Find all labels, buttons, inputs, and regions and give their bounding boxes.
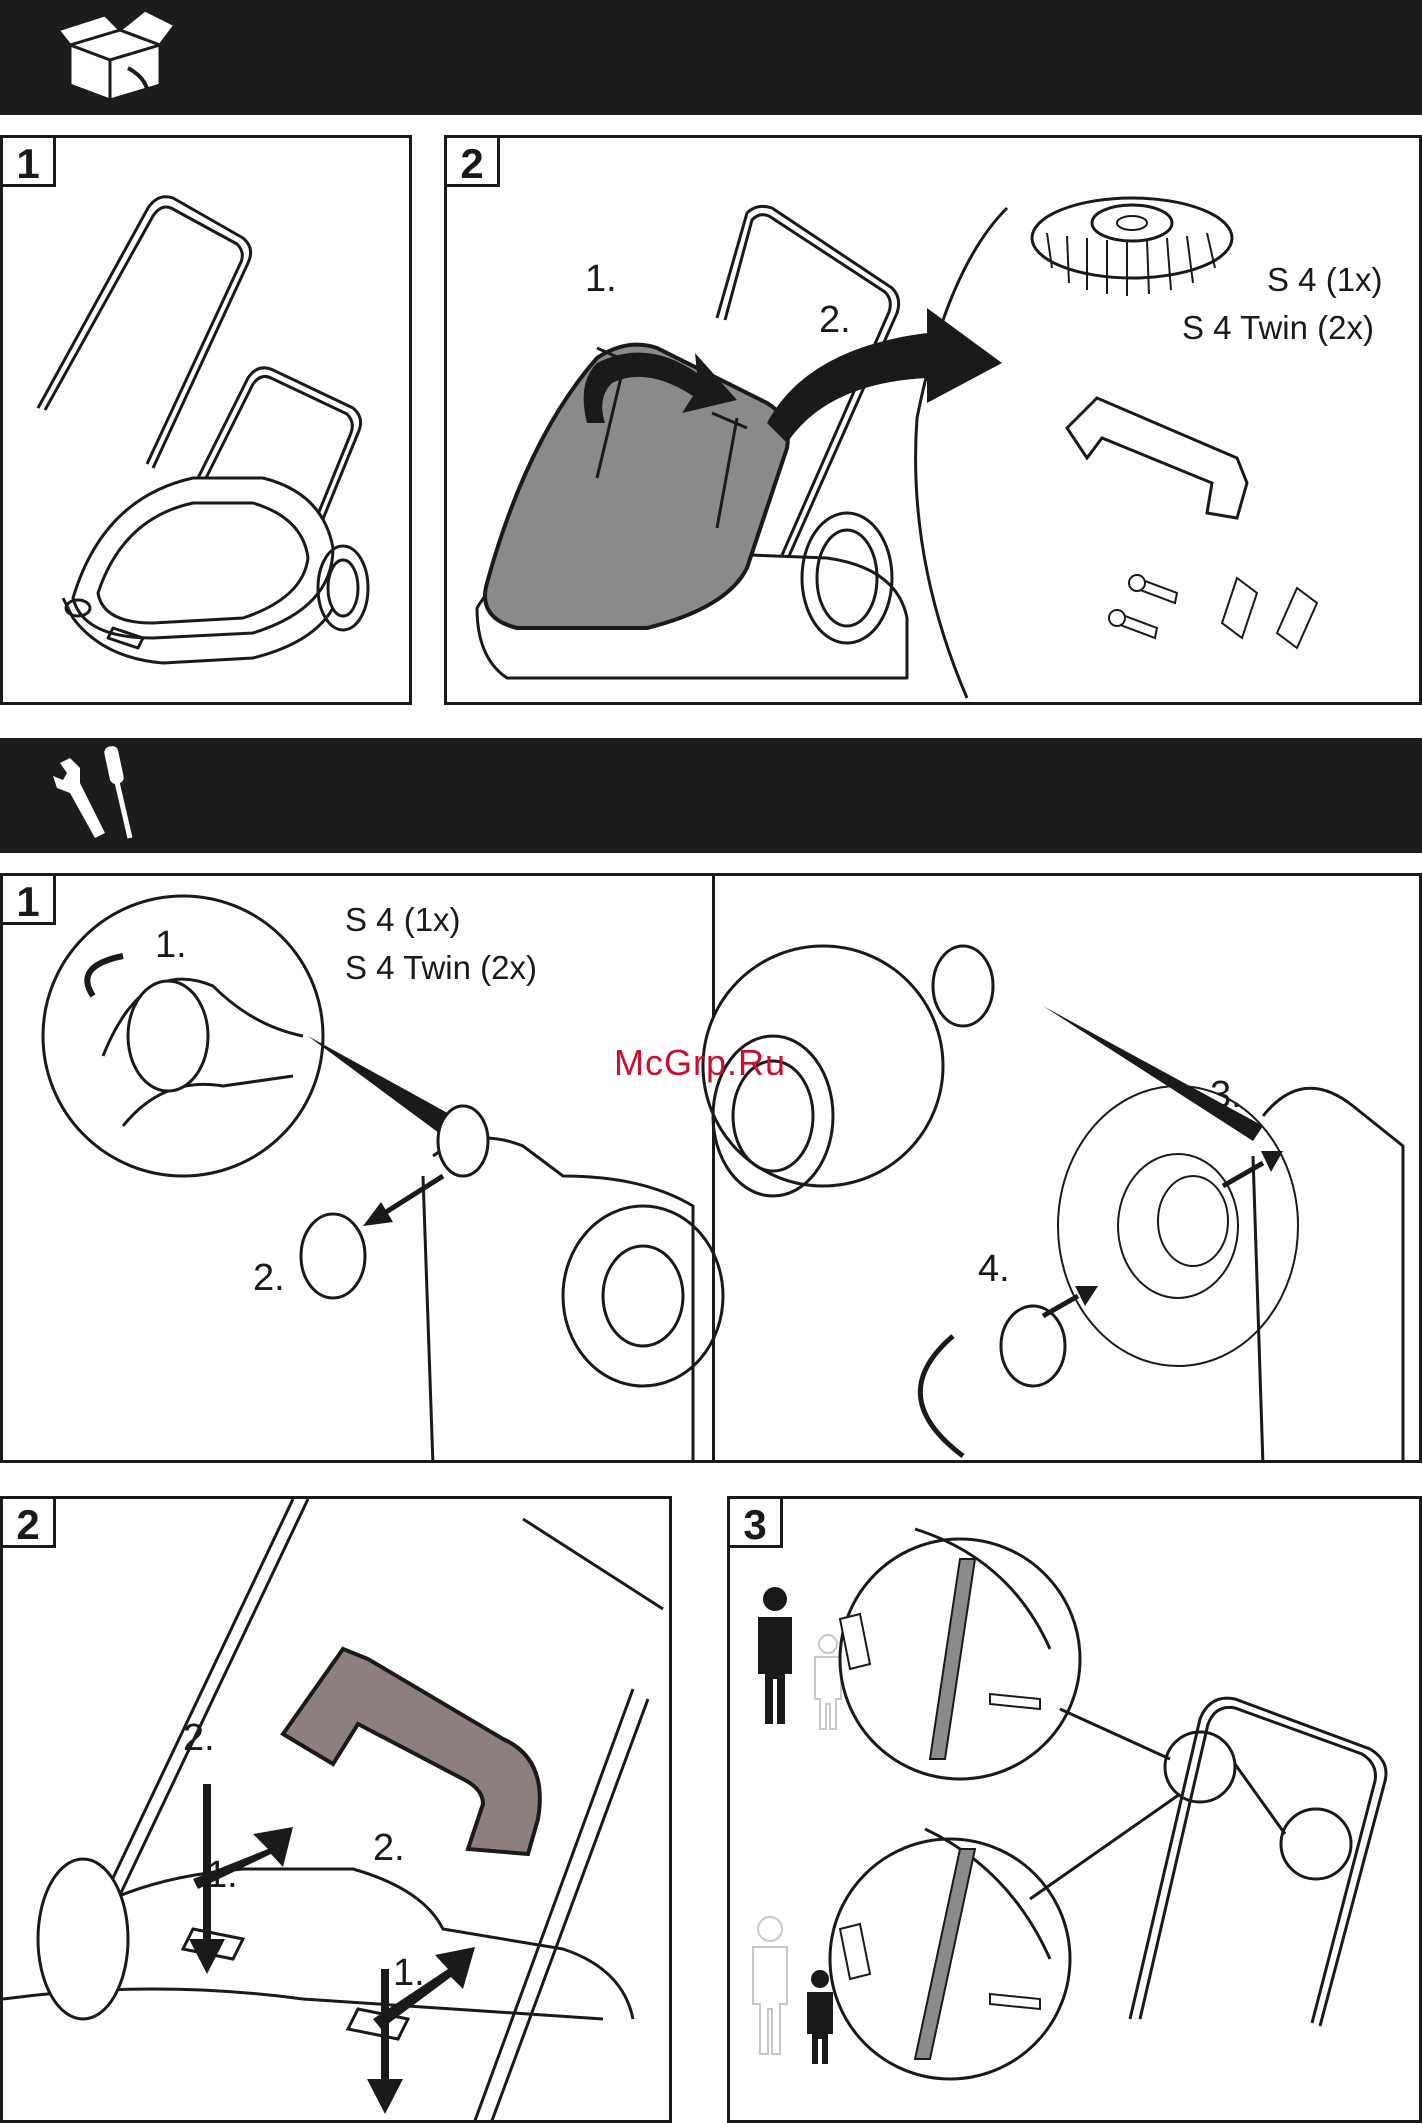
unpacking-header-bar (0, 0, 1422, 115)
open-box-icon (50, 0, 200, 115)
watermark: McGrp.Ru (614, 1042, 786, 1084)
handle-mounting-illustration (3, 1499, 672, 2123)
step-label-4: 4. (978, 1250, 1010, 1288)
unpacking-illustration (447, 138, 1422, 705)
handle-part (1067, 398, 1247, 518)
unpack-panel-1: 1 (0, 135, 412, 705)
step-label-2: 2. (253, 1259, 285, 1297)
tools-icon (45, 738, 165, 853)
quantity-s4: S 4 (1x) (345, 896, 461, 944)
handle-part (283, 1649, 540, 1854)
person-small-outline-icon (815, 1635, 841, 1729)
step-label-1: 1. (155, 926, 187, 964)
quantity-s4-twin: S 4 Twin (2x) (1182, 304, 1374, 352)
sweeper-with-handles-illustration (3, 138, 412, 705)
brush-bristles (1058, 1086, 1298, 1366)
assembly-panel-3: 3 (727, 1496, 1422, 2123)
step-label-1: 1. (585, 260, 617, 298)
assembly-panel-1: 1 (0, 873, 1422, 1463)
assembly-header-bar (0, 738, 1422, 853)
quantity-s4-twin: S 4 Twin (2x) (345, 944, 537, 992)
forward-arrow-icon (767, 308, 1002, 443)
assembly-panel-2: 2 2. 1. 2. 1. (0, 1496, 672, 2123)
side-brush-mounting-illustration (3, 876, 1422, 1463)
step-label-1b: 1. (393, 1954, 425, 1992)
step-label-3: 3. (1210, 1076, 1242, 1114)
handle-bolt-illustration (730, 1499, 1422, 2123)
step-label-1a: 1. (206, 1856, 238, 1894)
step-label-2a: 2. (183, 1719, 215, 1757)
person-small-icon (807, 1970, 833, 2064)
step-label-2b: 2. (373, 1829, 405, 1867)
person-tall-outline-icon (753, 1917, 787, 2054)
quantity-s4: S 4 (1x) (1267, 256, 1383, 304)
unpack-panel-2: 2 (444, 135, 1422, 705)
side-brush-part (1032, 198, 1232, 296)
step-label-2: 2. (819, 301, 851, 339)
person-tall-icon (758, 1587, 792, 1724)
screws-and-knobs (1109, 575, 1317, 648)
